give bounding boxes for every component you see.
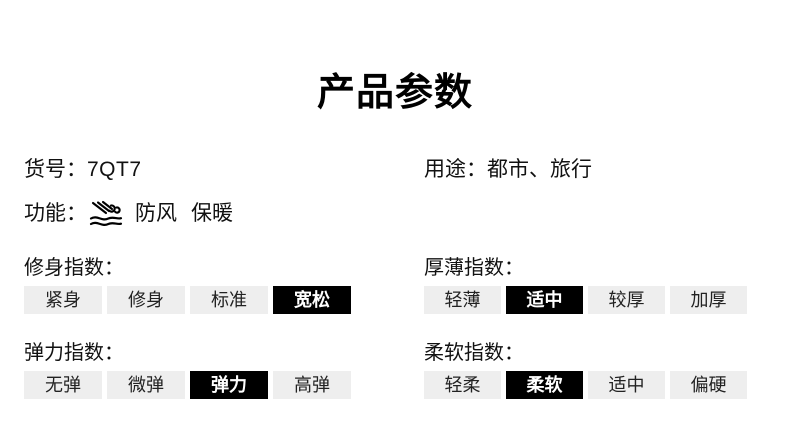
index-label-thickness: 厚薄指数：: [424, 257, 524, 279]
chip-fit-3[interactable]: 宽松: [273, 286, 351, 314]
info-section: 货号： 7QT7 功能：: [0, 148, 790, 244]
index-label-elasticity: 弹力指数：: [24, 342, 124, 364]
usage-label: 用途：: [424, 158, 487, 181]
function-value-windproof: 防风: [135, 202, 177, 225]
chip-thickness-1[interactable]: 适中: [506, 286, 583, 314]
index-label-fit: 修身指数：: [24, 257, 124, 279]
chip-fit-2[interactable]: 标准: [190, 286, 268, 314]
usage-value: 都市、旅行: [487, 158, 592, 181]
index-label-softness: 柔软指数：: [424, 342, 524, 364]
chip-elasticity-1[interactable]: 微弹: [107, 371, 185, 399]
info-column-right: 用途： 都市、旅行: [424, 148, 784, 192]
chip-softness-3[interactable]: 偏硬: [670, 371, 747, 399]
chip-row-thickness: 轻薄 适中 较厚 加厚: [424, 286, 747, 314]
index-block-softness: 柔软指数： 轻柔 柔软 适中 偏硬: [424, 341, 747, 399]
index-block-fit: 修身指数： 紧身 修身 标准 宽松: [24, 256, 351, 314]
index-block-thickness: 厚薄指数： 轻薄 适中 较厚 加厚: [424, 256, 747, 314]
item-number-label: 货号：: [24, 158, 87, 181]
function-values: 防风 保暖: [135, 192, 233, 236]
chip-row-fit: 紧身 修身 标准 宽松: [24, 286, 351, 314]
function-value-warm: 保暖: [191, 202, 233, 225]
chip-fit-1[interactable]: 修身: [107, 286, 185, 314]
chip-row-elasticity: 无弹 微弹 弹力 高弹: [24, 371, 351, 399]
chip-softness-1[interactable]: 柔软: [506, 371, 583, 399]
chip-thickness-3[interactable]: 加厚: [670, 286, 747, 314]
chip-softness-0[interactable]: 轻柔: [424, 371, 501, 399]
function-label: 功能：: [24, 202, 87, 225]
chip-fit-0[interactable]: 紧身: [24, 286, 102, 314]
windproof-icon: [89, 200, 123, 228]
item-number-value: 7QT7: [87, 158, 142, 181]
chip-thickness-0[interactable]: 轻薄: [424, 286, 501, 314]
info-row-usage: 用途： 都市、旅行: [424, 148, 784, 192]
chip-elasticity-0[interactable]: 无弹: [24, 371, 102, 399]
info-row-function: 功能：: [24, 192, 414, 236]
chip-softness-2[interactable]: 适中: [588, 371, 665, 399]
page-title: 产品参数: [316, 72, 473, 114]
index-block-elasticity: 弹力指数： 无弹 微弹 弹力 高弹: [24, 341, 351, 399]
chip-elasticity-3[interactable]: 高弹: [273, 371, 351, 399]
info-row-item-number: 货号： 7QT7: [24, 148, 414, 192]
chip-row-softness: 轻柔 柔软 适中 偏硬: [424, 371, 747, 399]
info-column-left: 货号： 7QT7 功能：: [24, 148, 414, 236]
chip-elasticity-2[interactable]: 弹力: [190, 371, 268, 399]
chip-thickness-2[interactable]: 较厚: [588, 286, 665, 314]
